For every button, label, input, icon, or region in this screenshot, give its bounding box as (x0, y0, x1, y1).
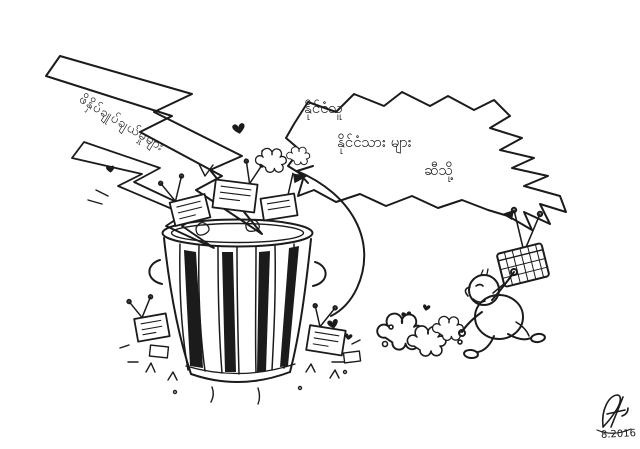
trash-contents (157, 158, 308, 236)
discarded-tv-right (305, 303, 347, 357)
signature-date: 8.2016 (600, 428, 637, 441)
running-character (458, 206, 550, 360)
bubble-text-line3: ဆီသို့ (424, 161, 454, 179)
bubble-text-line1: နိုင်ငံသူ (304, 99, 343, 117)
speech-bubble (285, 91, 567, 231)
ground-scraps (119, 339, 362, 395)
trash-can (148, 218, 327, 405)
bubble-text-line2: နိုင်ငံသား များ (337, 133, 412, 151)
dust-clouds (254, 146, 464, 357)
carried-basket (492, 206, 550, 294)
signature-monogram (596, 394, 632, 434)
discarded-tv-left (126, 294, 171, 343)
lightning-bolt-large (45, 55, 263, 235)
